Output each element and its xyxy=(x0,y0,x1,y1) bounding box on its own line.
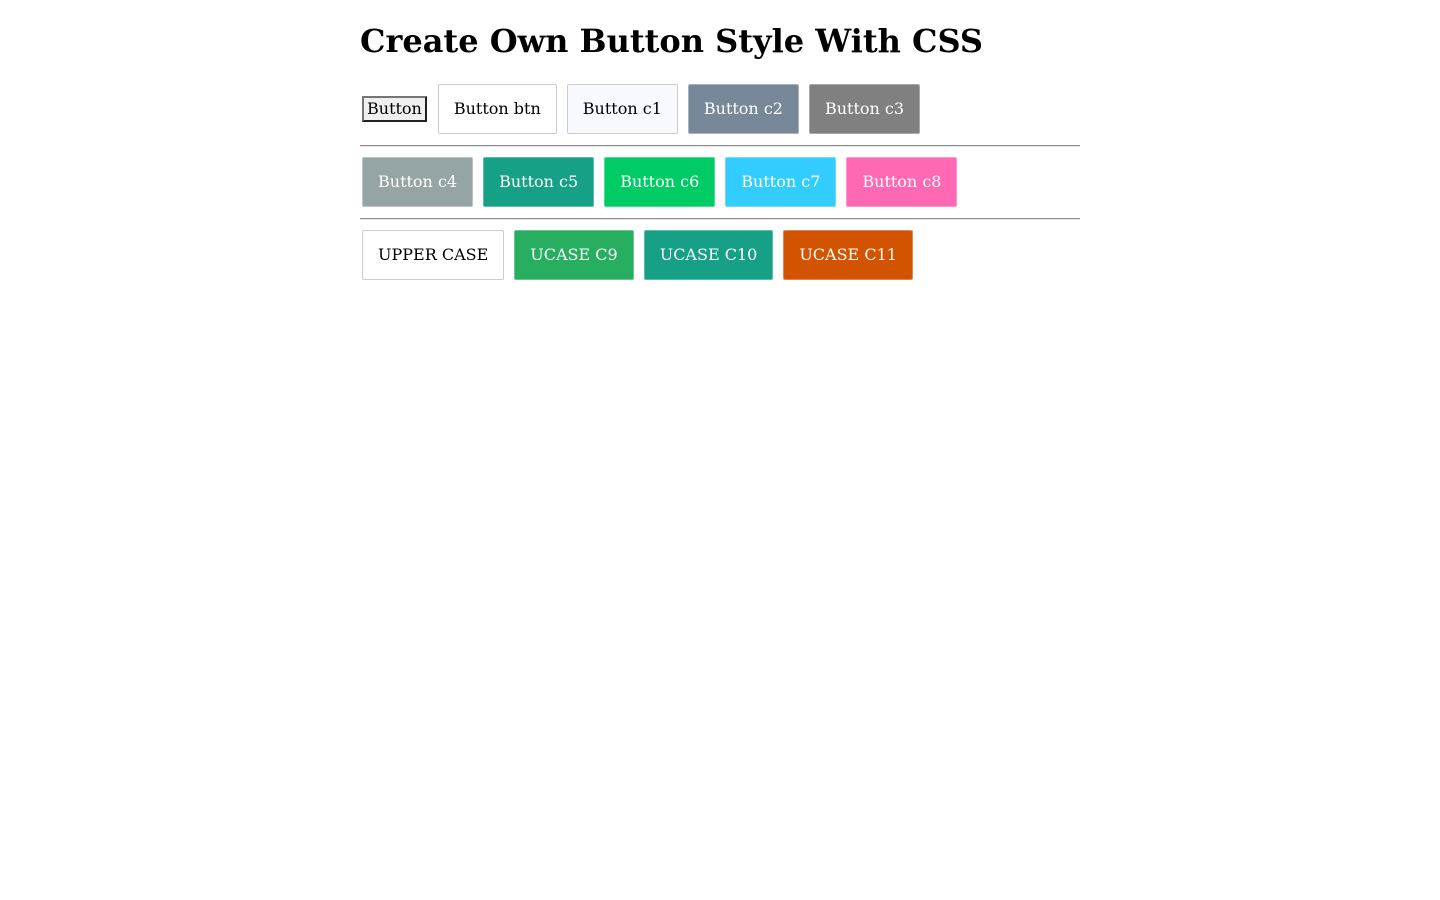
button-c3[interactable]: Button c3 xyxy=(808,84,921,134)
button-c5[interactable]: Button c5 xyxy=(483,157,595,207)
button-ucase-c9[interactable]: UCASE C9 xyxy=(514,230,634,280)
button-c7[interactable]: Button c7 xyxy=(725,157,837,207)
button-c4[interactable]: Button c4 xyxy=(362,157,474,207)
button-c6[interactable]: Button c6 xyxy=(604,157,716,207)
button-ucase-c10[interactable]: UCASE C10 xyxy=(643,230,774,280)
button-upper-case[interactable]: UPPER CASE xyxy=(362,230,505,280)
button-default[interactable]: Button xyxy=(362,96,427,122)
button-row-3: UPPER CASE UCASE C9 UCASE C10 UCASE C11 xyxy=(360,229,921,281)
divider-1 xyxy=(360,145,1080,147)
button-row-1: Button Button btn Button c1 Button c2 Bu… xyxy=(360,83,928,135)
button-c1[interactable]: Button c1 xyxy=(566,84,678,134)
page-title: Create Own Button Style With CSS xyxy=(360,22,983,60)
button-btn[interactable]: Button btn xyxy=(437,84,557,134)
button-c8[interactable]: Button c8 xyxy=(846,157,958,207)
button-c2[interactable]: Button c2 xyxy=(687,84,799,134)
button-row-2: Button c4 Button c5 Button c6 Button c7 … xyxy=(360,156,965,208)
divider-2 xyxy=(360,218,1080,220)
button-ucase-c11[interactable]: UCASE C11 xyxy=(783,230,913,280)
